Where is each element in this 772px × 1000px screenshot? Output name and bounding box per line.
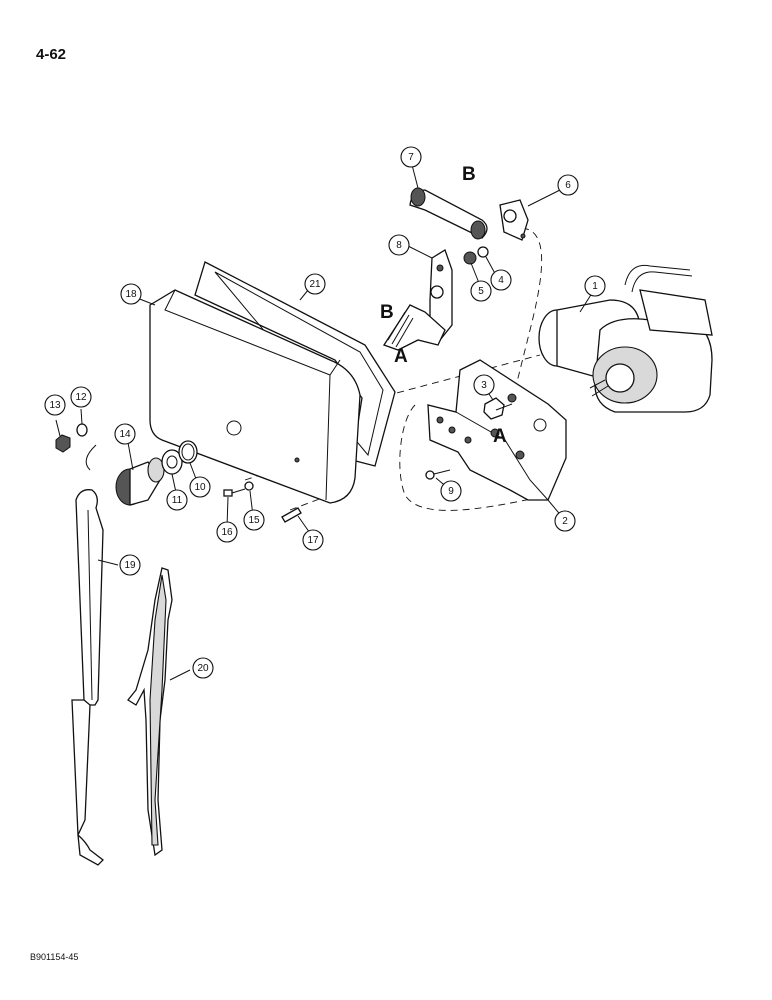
- callout-14: 14: [114, 423, 136, 445]
- callout-label: 21: [309, 279, 321, 290]
- callout-label: 6: [565, 180, 571, 191]
- pivot-nut: [115, 457, 165, 506]
- callout-18: 18: [120, 283, 142, 305]
- callout-label: 3: [481, 380, 487, 391]
- callout-label: 14: [119, 429, 131, 440]
- callout-6: 6: [557, 174, 579, 196]
- callout-12: 12: [70, 386, 92, 408]
- callout-label: 18: [125, 289, 137, 300]
- ref-letter-b-upper: B: [462, 164, 476, 185]
- callout-19: 19: [119, 554, 141, 576]
- wiper-motor: [538, 264, 713, 413]
- callout-label: 9: [448, 486, 454, 497]
- callout-4: 4: [490, 269, 512, 291]
- callout-label: 19: [124, 560, 136, 571]
- callout-20: 20: [192, 657, 214, 679]
- callout-7: 7: [400, 146, 422, 168]
- washer-10: [178, 440, 198, 464]
- housing-cover: [149, 289, 361, 504]
- pivot-bracket-6: [499, 199, 529, 241]
- callout-label: 16: [221, 527, 233, 538]
- callout-label: 20: [197, 663, 209, 674]
- callout-label: 2: [562, 516, 568, 527]
- callout-17: 17: [302, 529, 324, 551]
- washer-11: [161, 449, 183, 475]
- callout-16: 16: [216, 521, 238, 543]
- callout-10: 10: [189, 476, 211, 498]
- link-rod: [409, 187, 488, 240]
- callout-1: 1: [584, 275, 606, 297]
- callout-label: 17: [307, 535, 319, 546]
- callout-8: 8: [388, 234, 410, 256]
- crank-arm: [429, 249, 453, 341]
- ref-letter-a-left: A: [394, 346, 408, 367]
- wiper-blade: [127, 567, 173, 857]
- callout-label: 12: [75, 392, 87, 403]
- callout-21: 21: [304, 273, 326, 295]
- callout-label: 15: [248, 515, 260, 526]
- washer-4: [477, 246, 489, 258]
- screw-16: [223, 488, 246, 497]
- callout-label: 8: [396, 240, 402, 251]
- ref-letter-b-middle: B: [380, 302, 394, 323]
- callout-label: 13: [49, 400, 61, 411]
- wiper-arm: [71, 444, 104, 866]
- screw-9: [425, 469, 451, 480]
- screw-17: [281, 507, 302, 523]
- bolt-3: [483, 397, 513, 420]
- callout-2: 2: [554, 510, 576, 532]
- callout-label: 5: [478, 286, 484, 297]
- nut-5: [463, 251, 477, 265]
- cap-12: [76, 423, 88, 437]
- callout-13: 13: [44, 394, 66, 416]
- callout-label: 10: [194, 482, 206, 493]
- callout-label: 4: [498, 275, 504, 286]
- callout-11: 11: [166, 489, 188, 511]
- ref-letter-a-right: A: [493, 426, 507, 447]
- pivot-shaft: [383, 304, 446, 351]
- callout-5: 5: [470, 280, 492, 302]
- callout-15: 15: [243, 509, 265, 531]
- nut-15: [244, 481, 254, 491]
- nut-13: [55, 434, 71, 453]
- callout-label: 7: [408, 152, 414, 163]
- figure-code: B901154-45: [30, 952, 79, 962]
- callout-label: 11: [172, 495, 183, 506]
- page-number: 4-62: [36, 46, 67, 63]
- mounting-bracket: [427, 359, 567, 501]
- callout-9: 9: [440, 480, 462, 502]
- callout-3: 3: [473, 374, 495, 396]
- callout-label: 1: [592, 281, 598, 292]
